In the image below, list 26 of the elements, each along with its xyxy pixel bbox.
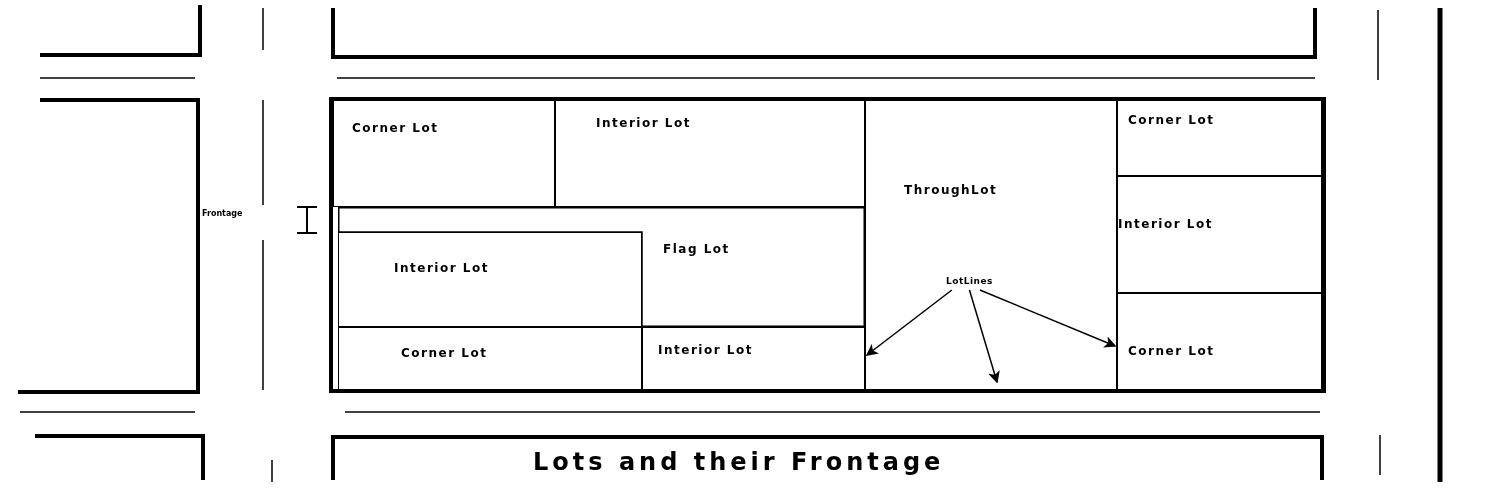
lot-parcel (1117, 293, 1322, 390)
leader-line (979, 289, 1117, 348)
leader-line (865, 289, 953, 356)
dimension-label: Frontage (202, 207, 243, 221)
lot-parcel (338, 327, 642, 390)
lot-parcel (642, 327, 865, 390)
lot-label: Interior Lot (1118, 217, 1213, 231)
lot-parcel (865, 100, 1117, 390)
lot-label: Corner Lot (1128, 344, 1215, 358)
lot-parcel (1117, 100, 1322, 176)
title: Lots and their Frontage (533, 448, 945, 476)
lot-label: Corner Lot (1128, 113, 1215, 127)
lot-label: Interior Lot (394, 261, 489, 275)
lot-label: Corner Lot (352, 121, 439, 135)
leader-line (968, 289, 1000, 384)
lot-parcel (555, 100, 865, 207)
callout-label: LotLines (946, 274, 993, 288)
lot-label: Corner Lot (401, 346, 488, 360)
lot-label: Interior Lot (658, 343, 753, 357)
lot-parcel (333, 100, 555, 207)
lot-parcel (1117, 176, 1322, 293)
lot-label: Flag Lot (663, 242, 730, 256)
lot-label: ThroughLot (904, 183, 998, 197)
lot-label: Interior Lot (596, 116, 691, 130)
flag-lot-parcel (338, 207, 865, 327)
lot-parcel (338, 232, 642, 327)
